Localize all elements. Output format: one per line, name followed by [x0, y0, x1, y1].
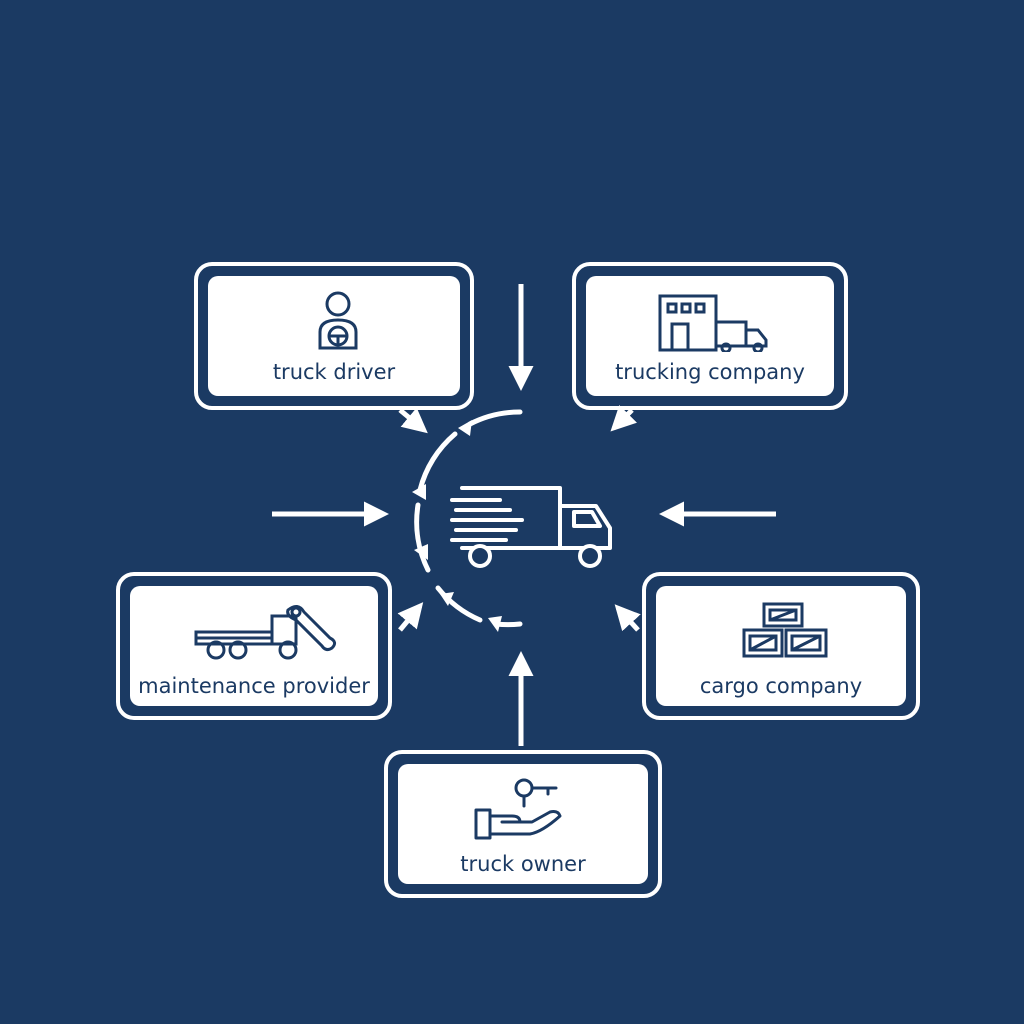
node-maintenance-provider: maintenance provider: [116, 572, 392, 720]
connector-arrows: [272, 284, 776, 746]
arrow-driver-to-center: [398, 407, 428, 434]
arrow-cargo-to-center: [614, 604, 641, 632]
tow-truck-wrench-icon: [194, 605, 337, 660]
arrow-company-to-center: [610, 405, 637, 432]
center-ring-teeth: [412, 420, 502, 632]
node-truck-driver: truck driver: [194, 262, 474, 410]
node-cargo-company: cargo company: [642, 572, 920, 720]
building-truck-icon: [658, 294, 768, 352]
node-label: maintenance provider: [138, 674, 370, 698]
driver-icon: [318, 291, 358, 350]
stacked-crates-icon: [742, 602, 828, 658]
node-label: truck owner: [460, 852, 586, 876]
hand-key-icon: [474, 778, 562, 840]
node-label: cargo company: [699, 674, 863, 698]
node-truck-owner: truck owner: [384, 750, 662, 898]
delivery-truck-icon: [450, 486, 612, 568]
node-label: trucking company: [615, 360, 805, 384]
node-trucking-company: trucking company: [572, 262, 848, 410]
node-label: truck driver: [272, 360, 396, 384]
arrow-maintenance-to-center: [397, 602, 424, 632]
center-ring: [414, 409, 523, 628]
